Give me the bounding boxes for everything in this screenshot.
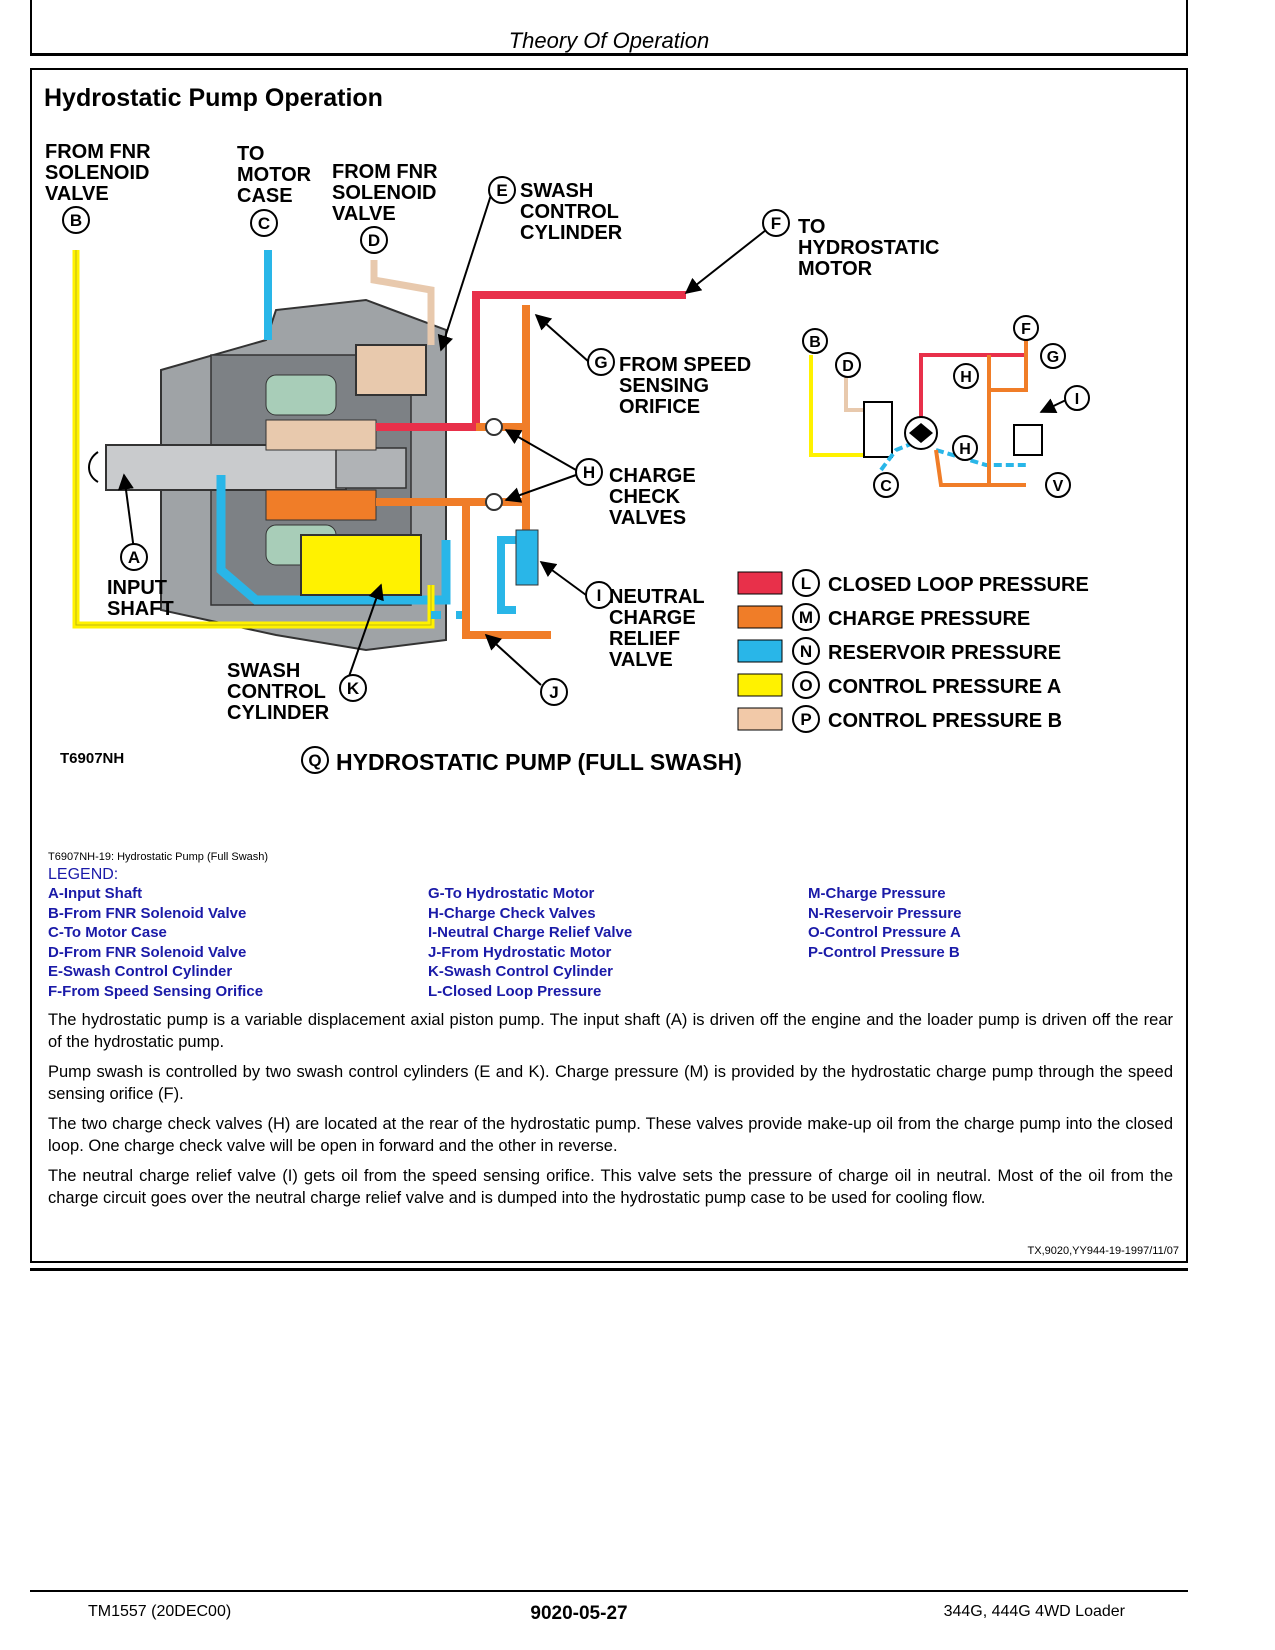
letter-a: A	[128, 548, 140, 567]
legend-item: P-Control Pressure B	[808, 943, 960, 961]
legend-letter: L	[801, 574, 811, 593]
legend-label: CONTROL PRESSURE B	[828, 710, 1062, 732]
letter-h: H	[583, 463, 595, 482]
legend-column-1: A-Input Shaft B-From FNR Solenoid Valve …	[48, 884, 263, 1001]
section-title: Hydrostatic Pump Operation	[44, 84, 383, 112]
legend-letter: O	[799, 676, 812, 695]
legend-item: I-Neutral Charge Relief Valve	[428, 924, 633, 941]
footer-rule	[30, 1590, 1188, 1592]
legend-item: G-To Hydrostatic Motor	[428, 885, 595, 902]
letter-k: K	[347, 679, 360, 698]
paragraph: The two charge check valves (H) are loca…	[48, 1115, 1173, 1155]
footer-right: 344G, 444G 4WD Loader	[943, 1603, 1125, 1620]
pressure-legend: L M N O P CLOSED LOOP PRESSURE CHARGE PR…	[737, 569, 1089, 733]
content-box	[30, 68, 1188, 1263]
legend-item: B-From FNR Solenoid Valve	[48, 904, 247, 922]
legend-label: CONTROL PRESSURE A	[828, 676, 1061, 698]
header-title: Theory Of Operation	[508, 28, 710, 53]
footer-page-number: 9020-05-27	[530, 1603, 628, 1624]
legend-column-2: G-To Hydrostatic Motor H-Charge Check Va…	[428, 884, 632, 1001]
legend-item: F-From Speed Sensing Orifice	[48, 982, 264, 1000]
schematic-letter-h2: H	[959, 441, 971, 458]
legend-item: L-Closed Loop Pressure	[428, 982, 602, 1000]
figure-letter-q: Q	[308, 751, 321, 770]
legend-item: M-Charge Pressure	[808, 885, 946, 902]
figure-title: HYDROSTATIC PUMP (FULL SWASH)	[336, 749, 742, 775]
legend-item: K-Swash Control Cylinder	[428, 963, 614, 980]
pump-housing	[105, 298, 451, 652]
legend-letter: P	[800, 710, 811, 729]
callout-markers	[62, 176, 790, 706]
figure-id: T6907NH	[60, 750, 124, 767]
schematic-letter-d: D	[842, 358, 854, 375]
paragraph: The hydrostatic pump is a variable displ…	[48, 1011, 1173, 1051]
letter-g: G	[594, 353, 607, 372]
legend-item: O-Control Pressure A	[808, 924, 961, 941]
letter-c: C	[258, 214, 270, 233]
schematic-letter-b: B	[809, 334, 821, 351]
legend-item: D-From FNR Solenoid Valve	[48, 943, 247, 961]
legend-label: RESERVOIR PRESSURE	[828, 642, 1061, 664]
legend-item: E-Swash Control Cylinder	[48, 963, 233, 980]
legend-item: H-Charge Check Valves	[428, 904, 596, 922]
letter-f: F	[771, 214, 781, 233]
schematic-letter-c: C	[880, 478, 892, 495]
hydraulic-schematic: B D H F G I H C V	[802, 315, 1090, 498]
schematic-letter-h: H	[960, 369, 972, 386]
legend-item: A-Input Shaft	[48, 885, 143, 902]
footer-left: TM1557 (20DEC00)	[88, 1603, 232, 1620]
letter-b: B	[70, 211, 82, 230]
legend-letter: N	[800, 642, 812, 661]
legend-heading: LEGEND:	[48, 866, 119, 883]
schematic-letter-f: F	[1021, 321, 1031, 338]
legend-swatch	[737, 639, 783, 663]
paragraph: The neutral charge relief valve (I) gets…	[48, 1167, 1173, 1207]
legend-item: N-Reservoir Pressure	[808, 904, 962, 922]
legend-swatch	[737, 571, 783, 595]
schematic-letter-i: I	[1075, 391, 1079, 408]
letter-d: D	[368, 231, 380, 250]
paragraph: Pump swash is controlled by two swash co…	[48, 1063, 1173, 1103]
legend-label: CLOSED LOOP PRESSURE	[828, 574, 1089, 596]
legend-swatch	[737, 605, 783, 629]
legend-item: C-To Motor Case	[48, 924, 167, 941]
letter-e: E	[496, 181, 507, 200]
legend-letter: M	[799, 608, 813, 627]
header-frame: Theory Of Operation	[30, 0, 1188, 56]
letter-j: J	[549, 683, 558, 702]
reference-note: TX,9020,YY944-19-1997/11/07	[1027, 1245, 1179, 1257]
legend-swatch	[737, 707, 783, 731]
legend-swatch	[737, 673, 783, 697]
letter-i: I	[597, 586, 602, 605]
schematic-letter-v: V	[1053, 478, 1064, 495]
legend-item: J-From Hydrostatic Motor	[428, 943, 612, 961]
legend-label: CHARGE PRESSURE	[828, 608, 1030, 630]
figure-caption: T6907NH-19: Hydrostatic Pump (Full Swash…	[48, 851, 269, 863]
schematic-letter-g: G	[1047, 349, 1059, 366]
content-bottom-rule	[30, 1268, 1188, 1271]
legend-column-3: M-Charge Pressure N-Reservoir Pressure O…	[808, 884, 961, 962]
